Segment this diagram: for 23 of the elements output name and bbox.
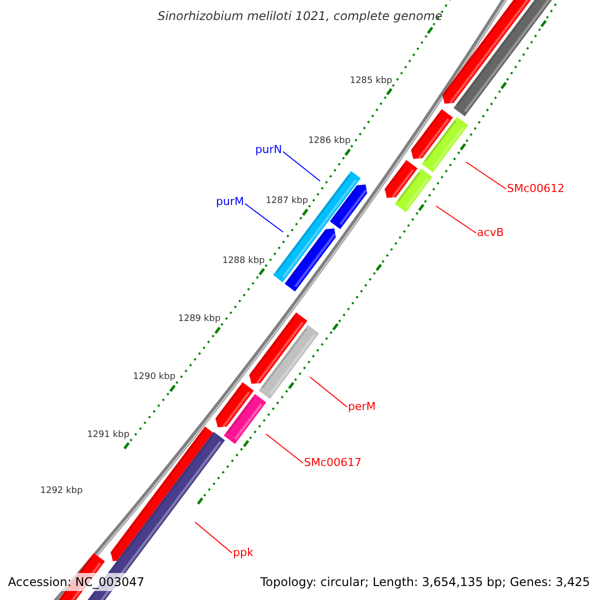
tick-label: 1288 kbp [222,254,265,267]
gene-label: SMc00612 [507,181,565,197]
title: Sinorhizobium meliloti 1021, complete genome [158,8,442,24]
tick-label: 1292 kbp [40,485,83,498]
leader-line [466,162,506,190]
gene-label: SMc00617 [304,455,362,471]
leader-line [194,522,232,554]
leader-line [282,151,320,182]
leader-line [310,376,348,408]
tick-label: 1285 kbp [350,74,392,87]
tick-label: 1287 kbp [266,195,308,208]
gene-label: perM [348,399,376,415]
tick-label: 1289 kbp [178,313,221,326]
leader-line [244,203,284,232]
gene-label: purN [255,142,282,158]
leader-line [436,206,476,234]
leader-line [266,434,304,464]
gene-label: ppk [233,545,254,561]
tick-label: 1291 kbp [87,428,130,441]
tick-label: 1286 kbp [308,135,351,148]
gene-label: purM [216,194,244,210]
gene-label: acvB [477,225,504,241]
tick-label: 1290 kbp [133,371,176,384]
